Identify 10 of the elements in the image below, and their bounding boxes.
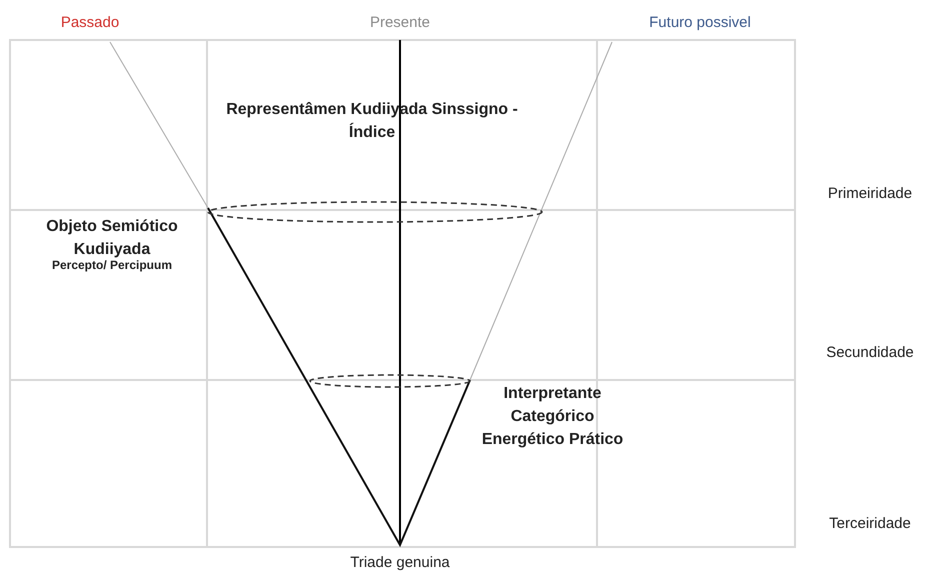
vertex-label: Triade genuina bbox=[349, 553, 451, 573]
time-label: Futuro possivel bbox=[648, 13, 752, 33]
category-label: Secundidade bbox=[825, 343, 915, 363]
category-label: Primeiridade bbox=[826, 184, 914, 204]
interpretant-label: Interpretante Categórico Energético Prático bbox=[480, 384, 624, 450]
time-label: Presente bbox=[368, 13, 432, 33]
object-label: Objeto Semiótico Kudiiyada bbox=[45, 217, 179, 260]
time-label: Passado bbox=[60, 13, 120, 33]
category-label: Terceiridade bbox=[828, 514, 912, 534]
object-sublabel: Percepto/ Percipuum bbox=[50, 258, 174, 274]
